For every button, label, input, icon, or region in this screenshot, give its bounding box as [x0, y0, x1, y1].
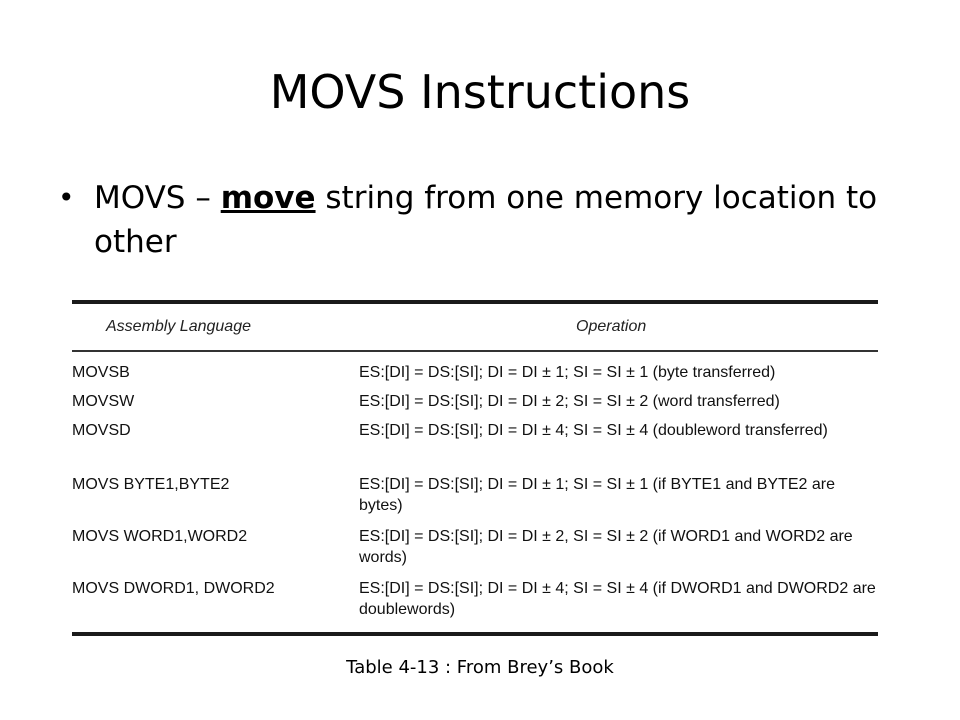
row-operation: ES:[DI] = DS:[SI]; DI = DI ± 4; SI = SI …: [359, 580, 876, 618]
table-top-rule: [72, 300, 878, 304]
bullet-marker: •: [58, 181, 75, 214]
table-header-rule: [72, 350, 878, 352]
header-operation: Operation: [576, 318, 647, 335]
row-operation: ES:[DI] = DS:[SI]; DI = DI ± 2, SI = SI …: [359, 528, 853, 566]
bullet-suffix: string from one memory location to other: [94, 180, 878, 260]
row-operation: ES:[DI] = DS:[SI]; DI = DI ± 2; SI = SI …: [359, 393, 780, 410]
table-bottom-rule: [72, 632, 878, 636]
row-instruction: MOVS DWORD1, DWORD2: [72, 580, 275, 597]
row-instruction: MOVS BYTE1,BYTE2: [72, 476, 230, 493]
row-operation: ES:[DI] = DS:[SI]; DI = DI ± 1; SI = SI …: [359, 364, 776, 381]
row-operation: ES:[DI] = DS:[SI]; DI = DI ± 1; SI = SI …: [359, 476, 835, 514]
table-caption: Table 4-13 : From Brey’s Book: [346, 657, 614, 678]
row-instruction: MOVSW: [72, 393, 135, 410]
bullet-emphasis: move: [220, 180, 316, 216]
header-assembly-language: Assembly Language: [106, 318, 251, 335]
instruction-table: Assembly Language Operation MOVSB ES:[DI…: [72, 296, 878, 640]
row-instruction: MOVS WORD1,WORD2: [72, 528, 248, 545]
row-operation: ES:[DI] = DS:[SI]; DI = DI ± 4; SI = SI …: [359, 422, 828, 439]
row-instruction: MOVSD: [72, 422, 131, 439]
bullet-prefix: MOVS –: [94, 180, 221, 216]
slide-title: MOVS Instructions: [269, 65, 691, 119]
row-instruction: MOVSB: [72, 364, 130, 381]
bullet-text: MOVS – move string from one memory locat…: [94, 176, 884, 264]
